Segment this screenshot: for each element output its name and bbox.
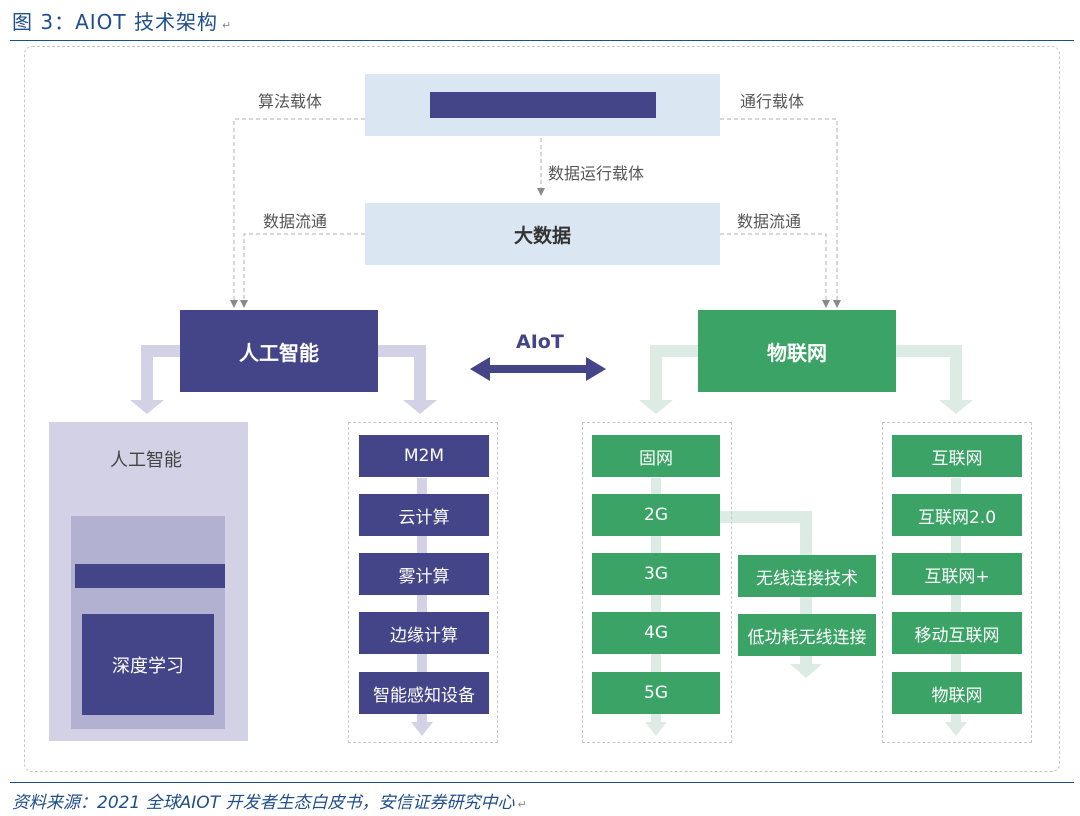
diagram-frame [24, 46, 1060, 772]
internet-stack-container [882, 422, 1032, 743]
wireless-item: 无线连接技术 [738, 555, 876, 597]
internet-stack-item: 互联网+ [892, 553, 1022, 595]
data-flow-right-arrow [720, 233, 830, 308]
paragraph-mark-icon: ↵ [221, 19, 233, 32]
iot-left-fat-arrow [639, 345, 698, 414]
top-carrier-box [365, 74, 720, 136]
title-rule [10, 40, 1074, 41]
internet-stack-item: 互联网 [892, 435, 1022, 477]
source-caption: 资料来源：2021 全球AIOT 开发者生态白皮书，安信证券研究中心↵ [12, 788, 527, 813]
network-stack-item: 4G [592, 612, 720, 654]
aiot-double-arrow [470, 357, 606, 381]
ai-stack-flow-head [411, 722, 433, 736]
caption-rule [10, 782, 1074, 783]
ai-stack-item: 雾计算 [359, 553, 489, 595]
internet-stack-item: 移动互联网 [892, 612, 1022, 654]
internet-flow-head [945, 722, 967, 736]
communication-carrier-label: 通行载体 [740, 92, 805, 111]
ai-stack-flow-bar [417, 478, 427, 724]
wireless-item: 低功耗无线连接 [738, 614, 876, 656]
network-stack-container [582, 422, 732, 743]
figure-title: 图 3：AIOT 技术架构↵ [12, 6, 232, 35]
ai-panel-redacted-bar [75, 564, 225, 588]
network-stack-item: 3G [592, 553, 720, 595]
data-flow-right-label: 数据流通 [737, 212, 802, 231]
communication-carrier-arrow [720, 118, 841, 308]
algorithm-carrier-arrow [230, 118, 365, 308]
redacted-bar [429, 92, 656, 118]
internet-flow-bar [951, 478, 961, 724]
internet-stack-item: 互联网2.0 [892, 494, 1022, 536]
network-flow-bar [651, 478, 661, 724]
figure-title-text: 图 3：AIOT 技术架构 [12, 10, 218, 34]
iot-box: 物联网 [698, 310, 896, 392]
ai-stack-container [348, 422, 498, 743]
ai-stack-item: 智能感知设备 [359, 672, 489, 714]
algorithm-carrier-label: 算法载体 [258, 92, 323, 111]
paragraph-mark-icon: ↵ [517, 798, 527, 811]
network-stack-item: 2G [592, 494, 720, 536]
data-flow-left-arrow [240, 233, 365, 308]
aiot-label: AIoT [516, 331, 564, 353]
ai-panel-title: 人工智能 [110, 450, 182, 471]
iot-right-fat-arrow [896, 345, 973, 414]
network-stack-item: 5G [592, 672, 720, 714]
ai-stack-item: M2M [359, 435, 489, 477]
data-runtime-carrier-label: 数据运行载体 [548, 164, 645, 183]
ai-stack-item: 边缘计算 [359, 612, 489, 654]
ai-box: 人工智能 [180, 310, 378, 392]
data-flow-left-label: 数据流通 [263, 212, 328, 231]
ai-right-fat-arrow [378, 345, 437, 414]
deep-learning-box: 深度学习 [82, 614, 214, 715]
ai-stack-item: 云计算 [359, 494, 489, 536]
network-flow-head [645, 722, 667, 736]
internet-stack-item: 物联网 [892, 672, 1022, 714]
network-stack-item: 固网 [592, 435, 720, 477]
ai-left-fat-arrow [130, 345, 180, 414]
source-caption-text: 资料来源：2021 全球AIOT 开发者生态白皮书，安信证券研究中心 [12, 793, 515, 813]
bigdata-box: 大数据 [365, 203, 720, 265]
